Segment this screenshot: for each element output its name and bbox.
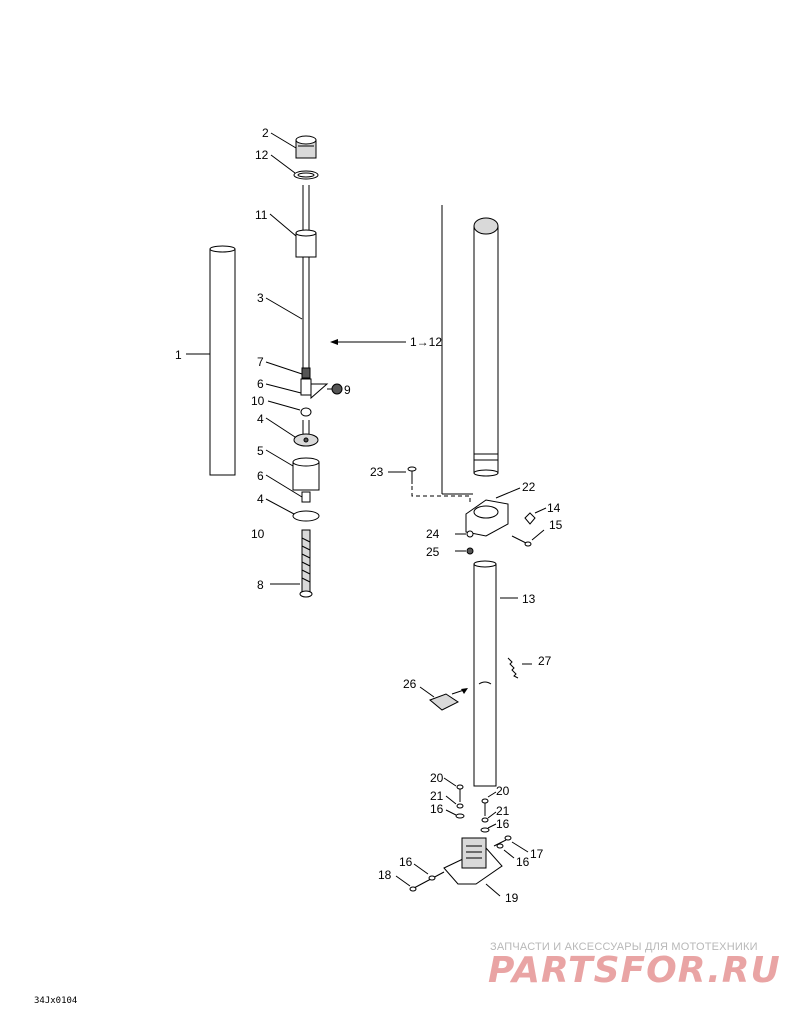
part-20-bolt-left	[443, 777, 464, 802]
callout-1: 1	[175, 348, 182, 362]
part-17-bolt	[493, 835, 529, 853]
callout-7: 7	[257, 355, 264, 369]
part-16-washer-left	[445, 809, 465, 819]
part-12-ring	[270, 154, 319, 180]
callout-14: 14	[547, 501, 561, 515]
callout-13: 13	[522, 592, 536, 606]
part-10-washer-upper	[267, 400, 312, 417]
part-25-nut	[455, 547, 474, 555]
callout-labels: 1 2 12 11 3 7 6 9 10 4 5 6 4 10 8 1→12 2…	[175, 126, 563, 905]
part-1-tube	[186, 245, 236, 476]
part-6-spacer-upper	[265, 378, 329, 400]
part-4-disc-upper	[265, 417, 319, 447]
callout-19: 19	[505, 891, 519, 905]
part-6-spacer-lower	[265, 474, 311, 503]
part-26-plate	[419, 686, 468, 711]
callout-21-right: 21	[496, 804, 510, 818]
part-18-bolt	[395, 871, 445, 892]
callout-9: 9	[344, 383, 351, 397]
callout-2: 2	[262, 126, 269, 140]
part-21-washer-left	[445, 795, 464, 809]
callout-8: 8	[257, 578, 264, 592]
callout-22: 22	[522, 480, 536, 494]
callout-16-bolt: 16	[399, 855, 413, 869]
callout-20-left: 20	[430, 771, 444, 785]
part-3-rod	[265, 185, 310, 368]
part-22-clamp	[465, 487, 521, 537]
part-4-disc-lower	[265, 498, 320, 522]
bracket-1-12	[330, 205, 473, 495]
callout-10-lower: 10	[251, 527, 265, 541]
part-24-washer	[455, 530, 474, 538]
part-5-bumper	[265, 449, 320, 491]
part-23-screw	[388, 466, 471, 505]
callout-16-foot: 16	[516, 855, 530, 869]
part-2-cap	[270, 132, 317, 159]
callout-11: 11	[255, 208, 268, 222]
callout-range-1-12: 1→12	[410, 335, 442, 349]
callout-24: 24	[426, 527, 440, 541]
callout-23: 23	[370, 465, 384, 479]
upper-tube-assembled	[473, 217, 499, 477]
part-11-sleeve	[269, 213, 317, 258]
callout-6-lower: 6	[257, 469, 264, 483]
callout-3: 3	[257, 291, 264, 305]
callout-16-left: 16	[430, 802, 444, 816]
callout-12: 12	[255, 148, 269, 162]
part-21-washer-right	[481, 811, 497, 823]
callout-4-lower: 4	[257, 492, 264, 506]
part-27-spring	[507, 657, 532, 679]
part-16-washer-right	[480, 823, 497, 833]
callout-15: 15	[549, 518, 563, 532]
callout-5: 5	[257, 444, 264, 458]
part-8-bolt	[270, 529, 313, 598]
callout-27: 27	[538, 654, 552, 668]
callout-21-left: 21	[430, 789, 444, 803]
callout-25: 25	[426, 545, 440, 559]
callout-17: 17	[530, 847, 544, 861]
part-20-bolt-right	[481, 791, 497, 816]
part-14-nut	[524, 507, 547, 525]
callout-20-right: 20	[496, 784, 510, 798]
figure-code: 34Jx0104	[34, 996, 78, 1006]
watermark-logo: PARTSFOR.RU	[488, 950, 781, 991]
part-16-washer-17	[496, 843, 515, 859]
callout-10-upper: 10	[251, 394, 265, 408]
part-9-nut	[327, 383, 343, 395]
watermark-tagline: ЗАПЧАСТИ И АКСЕССУАРЫ ДЛЯ МОТОТЕХНИКИ	[490, 941, 758, 953]
callout-16-right: 16	[496, 817, 510, 831]
callout-26: 26	[403, 677, 417, 691]
callout-18: 18	[378, 868, 392, 882]
part-15-bolt	[511, 529, 545, 547]
callout-6-upper: 6	[257, 377, 264, 391]
part-7-guide	[265, 361, 311, 379]
part-16-washer-18	[413, 863, 436, 881]
part-19-foot	[443, 837, 503, 897]
part-13-tube	[473, 560, 518, 787]
callout-4-upper: 4	[257, 412, 264, 426]
